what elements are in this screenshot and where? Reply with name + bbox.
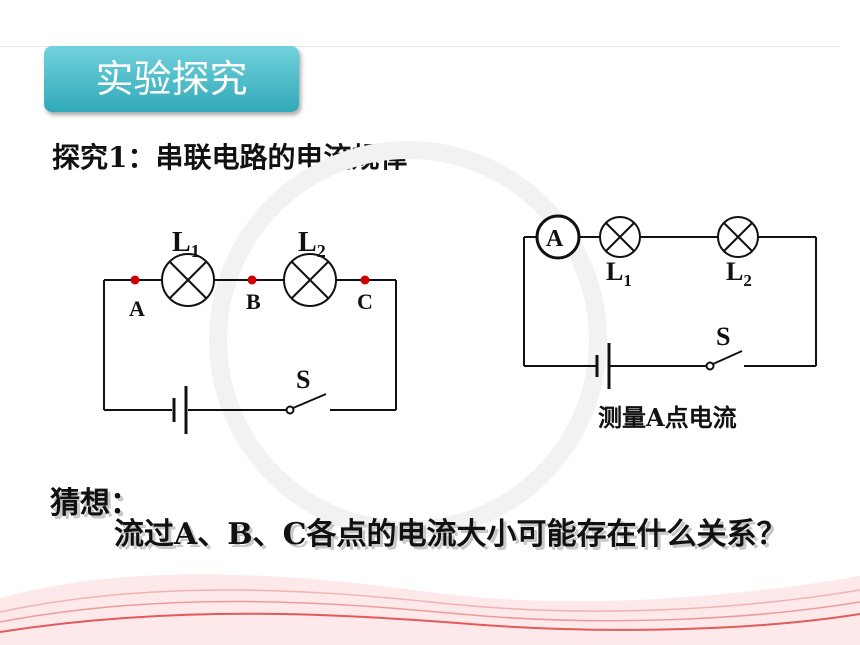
lamp-l2 (717, 216, 759, 258)
switch-pivot (285, 405, 295, 415)
lamp-l1 (599, 216, 641, 258)
point-a-label: A (129, 296, 145, 321)
switch-blade (292, 393, 327, 409)
guess-label: 猜想： (50, 486, 140, 521)
measure-caption: 测量A点电流 (598, 403, 737, 432)
switch-label: S (716, 322, 730, 351)
title-banner: 实验探究 (44, 46, 299, 112)
guess-question: 流过A、B、C各点的电流大小可能存在什么关系？ (114, 517, 787, 552)
ammeter-icon (535, 214, 581, 260)
watermark-circle (209, 141, 607, 539)
point-b-dot (247, 275, 257, 285)
header-divider (0, 46, 840, 47)
measure-circuit (523, 214, 817, 389)
lamp2-label: L2 (726, 257, 752, 290)
decorative-waves (0, 574, 860, 645)
point-c-label: C (357, 289, 373, 314)
slide-title: 实验探究 (95, 57, 248, 101)
point-c-dot (360, 275, 370, 285)
ammeter-label: A (546, 226, 564, 252)
switch-pivot (705, 361, 715, 371)
lamp-l1 (161, 253, 215, 307)
point-b-label: B (246, 289, 261, 314)
lamp1-label: L1 (606, 257, 632, 290)
switch-blade (712, 350, 743, 365)
lamp2-label: L2 (298, 227, 326, 261)
switch-label: S (296, 365, 310, 394)
point-a-dot (130, 275, 140, 285)
lamp-l2 (283, 253, 337, 307)
lamp1-label: L1 (172, 227, 200, 261)
